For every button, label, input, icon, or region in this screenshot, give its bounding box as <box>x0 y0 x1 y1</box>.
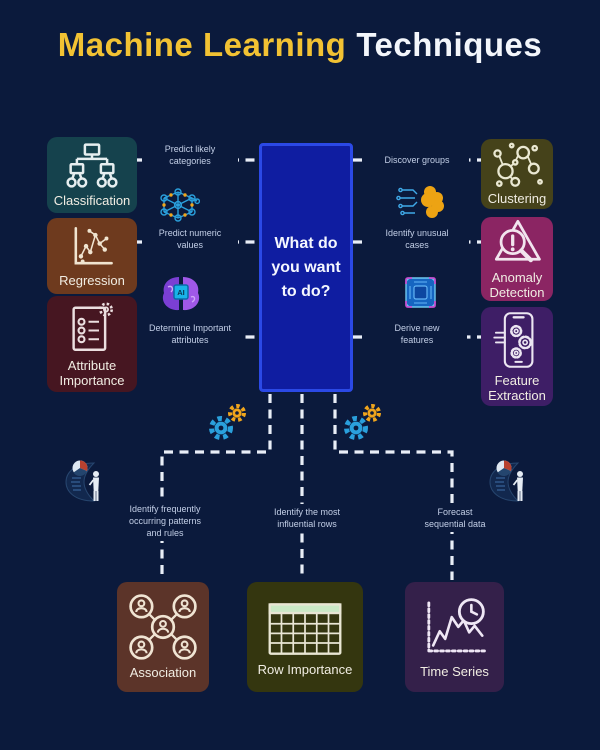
center-question-text: What do you want to do? <box>271 234 341 300</box>
technique-label: Time Series <box>420 663 489 679</box>
people-network-icon <box>129 593 197 660</box>
hint-identify-unusual-cases: Identify unusual cases <box>365 225 469 254</box>
hint-identify-influential-rows: Identify the most influential rows <box>255 504 359 533</box>
technique-box-association: Association <box>117 582 209 692</box>
analyst-dashboard-icon <box>65 460 99 502</box>
title-rest: Techniques <box>356 26 543 63</box>
processor-chip-icon <box>405 277 436 308</box>
table-grid-icon <box>268 602 342 655</box>
hint-forecast-sequential-data: Forecast sequential data <box>403 504 507 533</box>
hint-predict-likely-categories: Predict likely categories <box>142 141 238 170</box>
technique-label: Classification <box>53 192 131 208</box>
technique-label: Feature Extraction <box>488 372 546 403</box>
gears-icon <box>344 404 381 440</box>
phone-gears-icon <box>493 311 534 368</box>
technique-label: Anomaly Detection <box>489 270 545 300</box>
warning-magnifier-icon <box>494 219 541 263</box>
technique-box-classification: Classification <box>47 137 137 213</box>
neural-network-icon <box>160 188 200 222</box>
hint-predict-numeric-values: Predict numeric values <box>142 225 238 254</box>
scatter-plot-icon <box>74 226 113 264</box>
brain-ai-chip-icon: AI <box>162 277 200 311</box>
hint-identify-frequent-patterns: Identify frequently occurring patterns a… <box>113 501 217 542</box>
technique-box-feature-extraction: Feature Extraction <box>481 307 553 406</box>
technique-box-anomaly-detection: Anomaly Detection <box>481 217 553 301</box>
checklist-gear-icon <box>72 302 113 352</box>
org-chart-icon <box>66 142 118 188</box>
hint-derive-new-features: Derive new features <box>367 320 467 349</box>
brain-circuit-icon <box>396 186 444 218</box>
technique-box-time-series: Time Series <box>405 582 504 692</box>
hint-discover-groups: Discover groups <box>365 152 469 169</box>
technique-label: Row Importance <box>257 661 353 677</box>
hint-determine-important-attributes: Determine Important attributes <box>137 320 243 349</box>
cluster-bubbles-icon <box>493 142 543 187</box>
technique-box-regression: Regression <box>47 218 137 294</box>
technique-label: Clustering <box>487 190 547 206</box>
technique-label: Regression <box>59 272 125 288</box>
technique-box-clustering: Clustering <box>481 139 553 209</box>
center-question-box: What do you want to do? <box>259 143 353 392</box>
gears-icon <box>209 404 246 440</box>
technique-box-attribute-importance: Attribute Importance <box>47 296 137 392</box>
title-highlight: Machine Learning <box>57 26 347 63</box>
svg-text:AI: AI <box>177 288 185 297</box>
technique-box-row-importance: Row Importance <box>247 582 363 692</box>
line-chart-clock-icon <box>426 597 486 652</box>
technique-label: Attribute Importance <box>59 358 125 388</box>
technique-label: Association <box>129 664 197 680</box>
analyst-dashboard-icon <box>489 460 523 502</box>
